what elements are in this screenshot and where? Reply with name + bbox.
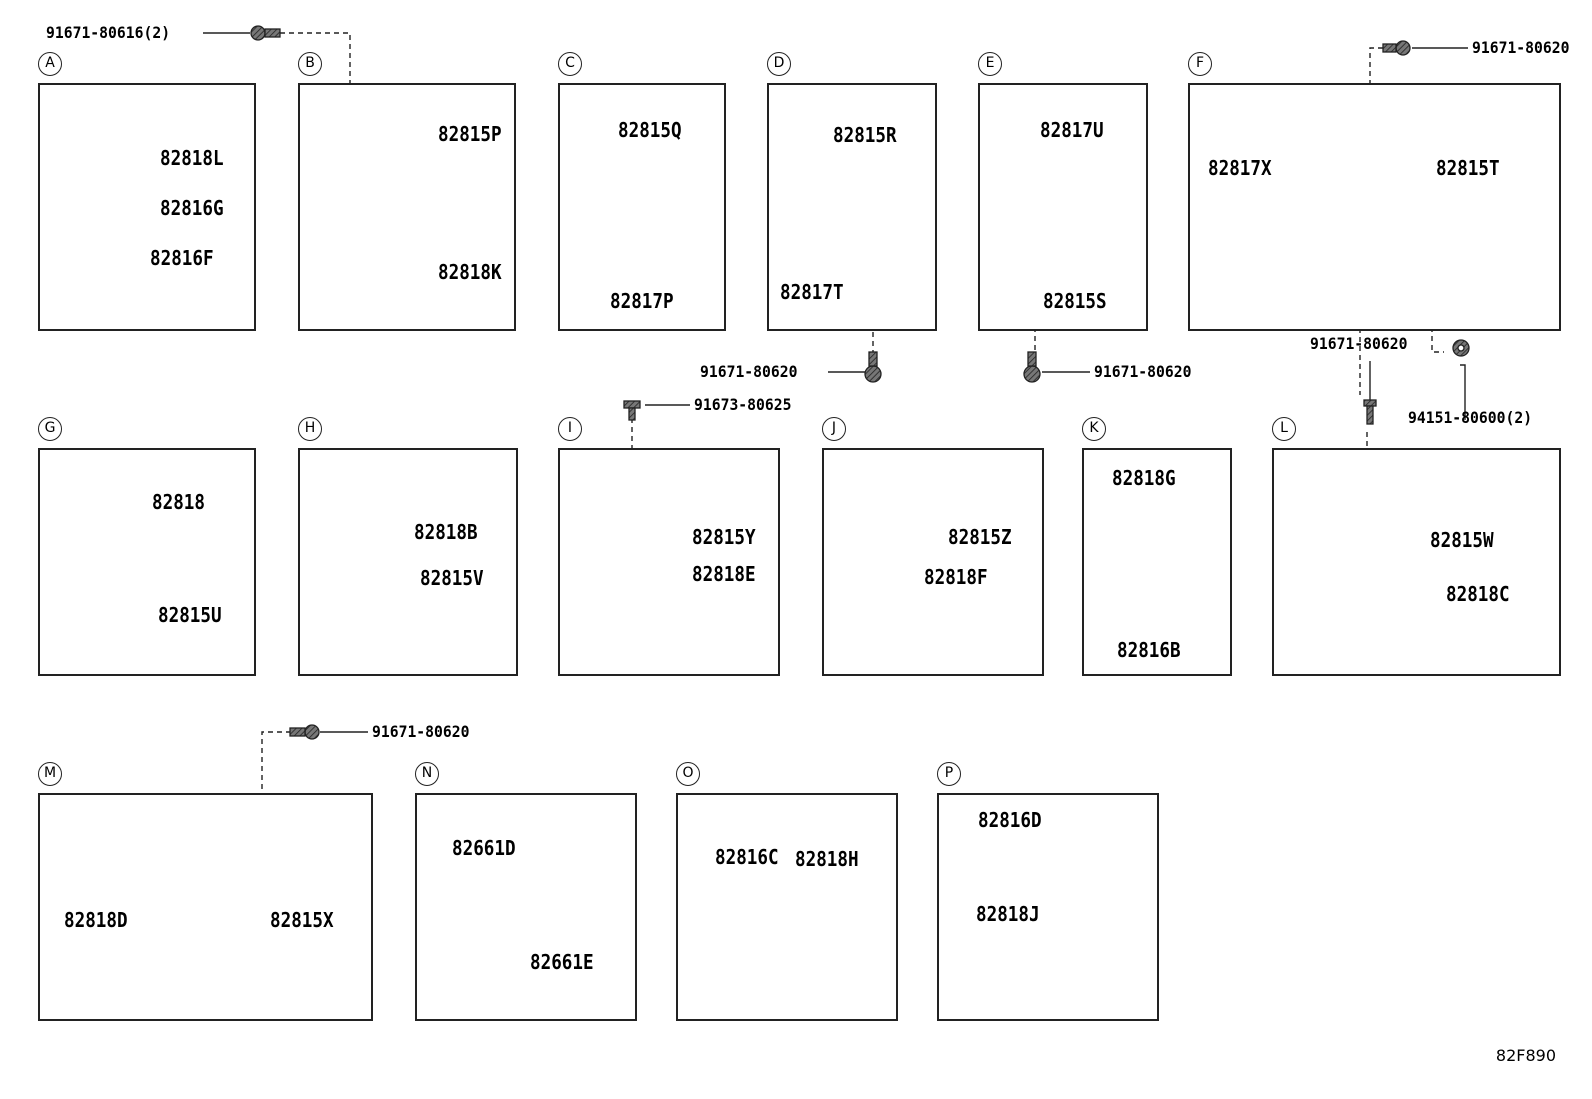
part-number-label: 82818B xyxy=(414,520,478,544)
panel-letter: C xyxy=(558,52,582,76)
panel-letter: K xyxy=(1082,417,1106,441)
part-number-label: 82815W xyxy=(1430,528,1494,552)
panel-letter: J xyxy=(822,417,846,441)
part-number-label: 82818 xyxy=(152,490,205,514)
panel-f xyxy=(1188,83,1561,331)
panel-g xyxy=(38,448,256,676)
part-number-label: 82815Z xyxy=(948,525,1012,549)
part-number-label: 82816B xyxy=(1117,638,1181,662)
panel-letter: F xyxy=(1188,52,1212,76)
panel-letter: A xyxy=(38,52,62,76)
fastener-label: 91671-80620 xyxy=(1094,362,1192,381)
part-number-label: 82817P xyxy=(610,289,674,313)
bolt-icon xyxy=(289,724,320,740)
panel-letter: L xyxy=(1272,417,1296,441)
nut-icon xyxy=(1452,339,1470,357)
part-number-label: 82818J xyxy=(976,902,1040,926)
panel-letter: M xyxy=(38,762,62,786)
part-number-label: 82815X xyxy=(270,908,334,932)
part-number-label: 82818G xyxy=(1112,466,1176,490)
part-number-label: 82815P xyxy=(438,122,502,146)
part-number-label: 82818L xyxy=(160,146,224,170)
part-number-label: 82818C xyxy=(1446,582,1510,606)
panel-letter: B xyxy=(298,52,322,76)
panel-letter: N xyxy=(415,762,439,786)
panel-letter: E xyxy=(978,52,1002,76)
part-number-label: 82815S xyxy=(1043,289,1107,313)
bolt-icon xyxy=(623,400,641,421)
fastener-label: 91671-80620 xyxy=(700,362,798,381)
panel-b xyxy=(298,83,516,331)
panel-letter: H xyxy=(298,417,322,441)
part-number-label: 82818D xyxy=(64,908,128,932)
part-number-label: 82817U xyxy=(1040,118,1104,142)
part-number-label: 82816C xyxy=(715,845,779,869)
fastener-label: 91671-80616(2) xyxy=(46,23,171,42)
part-number-label: 82816G xyxy=(160,196,224,220)
part-number-label: 82815T xyxy=(1436,156,1500,180)
fastener-label: 91673-80625 xyxy=(694,395,792,414)
bolt-icon xyxy=(1363,399,1377,425)
panel-letter: D xyxy=(767,52,791,76)
fastener-label: 94151-80600(2) xyxy=(1408,408,1533,427)
part-number-label: 82817X xyxy=(1208,156,1272,180)
bolt-icon xyxy=(864,351,882,383)
part-number-label: 82661E xyxy=(530,950,594,974)
fastener-label: 91671-80620 xyxy=(1472,38,1570,57)
panel-d xyxy=(767,83,937,331)
part-number-label: 82815Y xyxy=(692,525,756,549)
part-number-label: 82817T xyxy=(780,280,844,304)
panel-o xyxy=(676,793,898,1021)
panel-m xyxy=(38,793,373,1021)
panel-letter: O xyxy=(676,762,700,786)
part-number-label: 82815R xyxy=(833,123,897,147)
bolt-icon xyxy=(250,25,281,41)
part-number-label: 82815Q xyxy=(618,118,682,142)
part-number-label: 82816D xyxy=(978,808,1042,832)
panel-j xyxy=(822,448,1044,676)
panel-n xyxy=(415,793,637,1021)
panel-letter: P xyxy=(937,762,961,786)
part-number-label: 82818H xyxy=(795,847,859,871)
panel-c xyxy=(558,83,726,331)
panel-i xyxy=(558,448,780,676)
panel-letter: I xyxy=(558,417,582,441)
panel-a xyxy=(38,83,256,331)
part-number-label: 82815V xyxy=(420,566,484,590)
panel-l xyxy=(1272,448,1561,676)
fastener-label: 91671-80620 xyxy=(1310,334,1408,353)
part-number-label: 82818E xyxy=(692,562,756,586)
bolt-icon xyxy=(1382,40,1411,56)
part-number-label: 82661D xyxy=(452,836,516,860)
part-number-label: 82818K xyxy=(438,260,502,284)
part-number-label: 82818F xyxy=(924,565,988,589)
panel-k xyxy=(1082,448,1232,676)
part-number-label: 82815U xyxy=(158,603,222,627)
bolt-icon xyxy=(1023,351,1041,383)
panel-h xyxy=(298,448,518,676)
part-number-label: 82816F xyxy=(150,246,214,270)
diagram-code: 82F890 xyxy=(1495,1046,1556,1065)
panel-letter: G xyxy=(38,417,62,441)
panel-e xyxy=(978,83,1148,331)
fastener-label: 91671-80620 xyxy=(372,722,470,741)
panel-p xyxy=(937,793,1159,1021)
